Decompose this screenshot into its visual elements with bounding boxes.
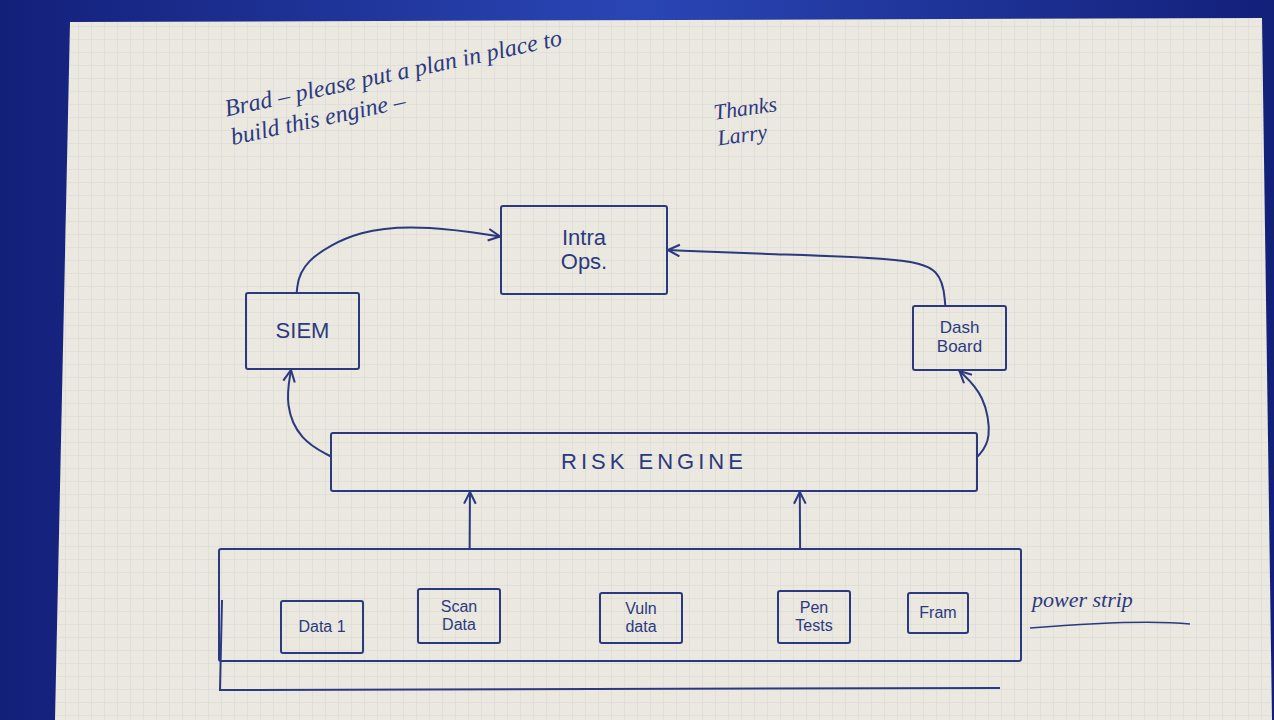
flow-arrow xyxy=(960,371,989,456)
dashboard-box: Dash Board xyxy=(912,305,1007,371)
source-box: Pen Tests xyxy=(777,590,851,644)
box-label: Data 1 xyxy=(298,618,345,636)
handwritten-note: Brad – please put a plan in place to bui… xyxy=(222,16,606,151)
box-label: RISK ENGINE xyxy=(561,450,747,474)
ops-box: Intra Ops. xyxy=(500,205,668,295)
engine-bar: RISK ENGINE xyxy=(330,432,978,492)
source-box: Data 1 xyxy=(280,600,364,654)
box-label: Fram xyxy=(919,604,956,622)
box-label: Pen Tests xyxy=(792,599,837,634)
flow-arrow xyxy=(469,492,471,548)
label-underline xyxy=(1030,622,1190,628)
box-label: SIEM xyxy=(276,319,330,343)
strip-label: power strip xyxy=(1032,588,1133,612)
source-box: Fram xyxy=(907,592,969,634)
flow-arrow xyxy=(668,250,945,305)
flow-arrow xyxy=(297,227,500,292)
box-label: Intra Ops. xyxy=(539,226,629,274)
flow-arrow xyxy=(799,492,801,548)
source-box: Scan Data xyxy=(417,588,501,644)
flow-arrow xyxy=(288,370,330,456)
power-strip: power stripData 1Scan DataVuln dataPen T… xyxy=(218,548,1022,662)
box-label: Vuln data xyxy=(616,600,666,635)
box-label: Scan Data xyxy=(434,598,484,633)
source-box: Vuln data xyxy=(599,592,683,644)
siem-box: SIEM xyxy=(245,292,360,370)
box-label: Dash Board xyxy=(925,319,995,356)
strip-underline xyxy=(220,600,1000,690)
handwritten-note: Thanks Larry xyxy=(712,89,799,152)
